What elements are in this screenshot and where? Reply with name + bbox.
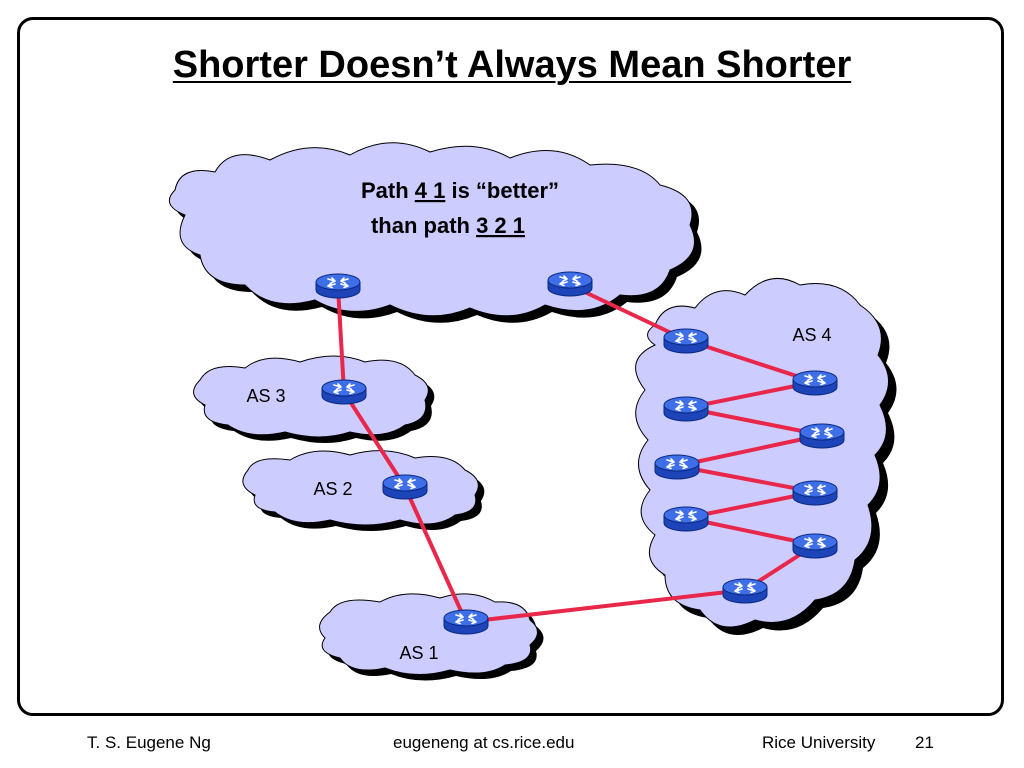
slide-title-text: Shorter Doesn’t Always Mean Shorter bbox=[172, 44, 852, 86]
as1-label: AS 1 bbox=[399, 643, 438, 663]
footer-page-number: 21 bbox=[915, 733, 934, 752]
router-icon bbox=[663, 396, 709, 422]
callout-line1: Path 4 1 is “better” bbox=[361, 178, 559, 203]
as1-cloud bbox=[319, 593, 544, 681]
footer-author: T. S. Eugene Ng bbox=[87, 733, 211, 752]
as3-cloud bbox=[193, 355, 435, 443]
footer-institution: Rice University bbox=[762, 733, 876, 752]
router-icon bbox=[722, 578, 768, 604]
router-icon bbox=[799, 423, 845, 449]
link-as4-d bbox=[675, 433, 824, 468]
as4-label: AS 4 bbox=[792, 325, 831, 345]
as2-label: AS 2 bbox=[313, 479, 352, 499]
slide-frame bbox=[17, 17, 1004, 716]
link-as4-c bbox=[684, 406, 824, 437]
router-icon bbox=[663, 506, 709, 532]
router-icon bbox=[315, 273, 361, 299]
router-icon bbox=[792, 480, 838, 506]
router-icon bbox=[663, 328, 709, 354]
link-as3-as2 bbox=[342, 390, 407, 489]
router-icon bbox=[792, 370, 838, 396]
link-as2-as1 bbox=[403, 485, 468, 624]
slide-title: Shorter Doesn’t Always Mean Shorter bbox=[0, 44, 1024, 87]
router-icon bbox=[654, 454, 700, 480]
router-icon bbox=[443, 609, 489, 635]
link-as4-e bbox=[675, 464, 817, 494]
router-icon bbox=[382, 474, 428, 500]
footer-email: eugeneng at cs.rice.edu bbox=[393, 733, 575, 752]
callout-line2: than path 3 2 1 bbox=[371, 213, 525, 238]
router-icon bbox=[321, 379, 367, 405]
as2-cloud bbox=[242, 450, 485, 531]
link-as1-as4 bbox=[464, 588, 747, 624]
router-icon bbox=[547, 271, 593, 297]
link-top-left-as3 bbox=[336, 285, 346, 394]
link-top-right-as4 bbox=[568, 283, 688, 342]
router-icon bbox=[792, 533, 838, 559]
as3-label: AS 3 bbox=[246, 386, 285, 406]
